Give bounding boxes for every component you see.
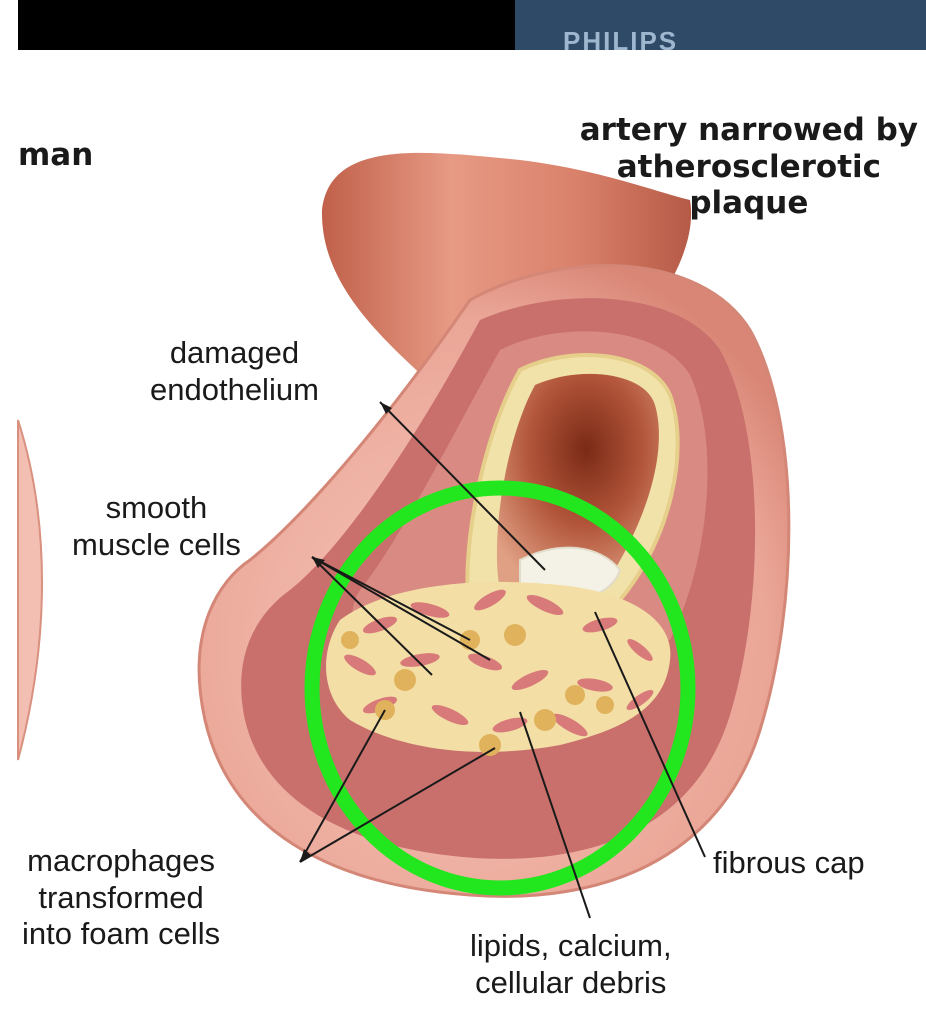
label-smooth-line-2: muscle cells xyxy=(72,527,241,564)
diagram-title-left-fragment: man xyxy=(18,137,93,174)
label-smooth-muscle-cells: smooth muscle cells xyxy=(72,490,241,563)
label-fibrous-cap: fibrous cap xyxy=(713,845,865,882)
title-line-1: artery narrowed by xyxy=(580,112,918,149)
label-macro-line-2: transformed xyxy=(22,880,220,917)
label-smooth-line-1: smooth xyxy=(72,490,241,527)
title-line-3: plaque xyxy=(580,185,918,222)
label-damaged-line-2: endothelium xyxy=(150,372,319,409)
label-damaged-endothelium: damaged endothelium xyxy=(150,335,319,408)
diagram-title-right: artery narrowed by atherosclerotic plaqu… xyxy=(580,112,918,222)
label-lipids-line-2: cellular debris xyxy=(470,965,672,1002)
label-lipids-line-1: lipids, calcium, xyxy=(470,928,672,965)
label-damaged-line-1: damaged xyxy=(150,335,319,372)
left-partial-artery xyxy=(18,420,42,760)
label-macro-line-3: into foam cells xyxy=(22,916,220,953)
label-macrophages: macrophages transformed into foam cells xyxy=(22,843,220,953)
title-line-2: atherosclerotic xyxy=(580,149,918,186)
label-macro-line-1: macrophages xyxy=(22,843,220,880)
label-lipids: lipids, calcium, cellular debris xyxy=(470,928,672,1001)
